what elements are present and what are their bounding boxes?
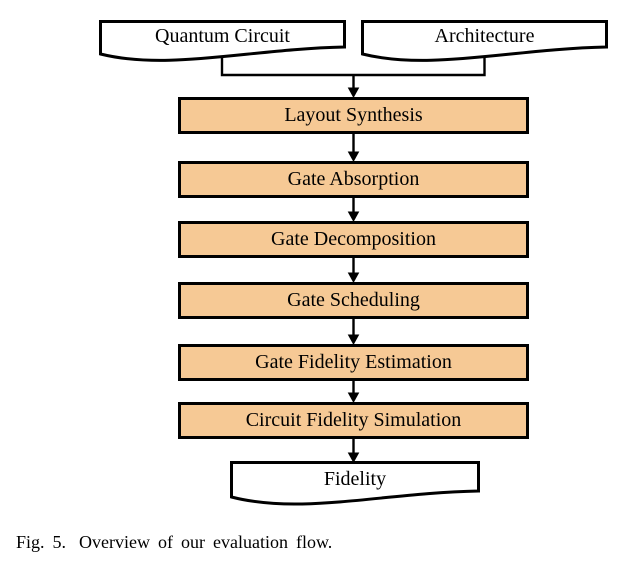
arrow-absorption-to-decomposition	[347, 198, 360, 222]
input-label-architecture: Architecture	[434, 25, 535, 47]
document-shape-outline	[99, 20, 346, 62]
arrow-scheduling-to-estimation	[347, 319, 360, 345]
process-label: Gate Scheduling	[287, 289, 420, 311]
output-node-fidelity: Fidelity	[230, 461, 480, 511]
figure-caption: Fig. 5. Overview of our evaluation flow.	[16, 532, 332, 553]
input-node-quantum-circuit: Quantum Circuit	[99, 20, 346, 68]
output-label-fidelity: Fidelity	[323, 468, 387, 490]
process-label: Gate Absorption	[287, 168, 420, 190]
process-label: Gate Fidelity Estimation	[255, 351, 452, 373]
figure-caption-text: Overview of our evaluation flow.	[79, 532, 333, 552]
process-box-gate-scheduling: Gate Scheduling	[178, 282, 529, 319]
process-box-layout-synthesis: Layout Synthesis	[178, 97, 529, 134]
process-label: Layout Synthesis	[284, 104, 423, 126]
arrow-decomposition-to-scheduling	[347, 258, 360, 283]
input-label-quantum-circuit: Quantum Circuit	[155, 25, 290, 47]
document-shape	[230, 461, 480, 506]
document-shape	[99, 20, 346, 62]
process-label: Circuit Fidelity Simulation	[245, 409, 462, 431]
arrow-estimation-to-simulation	[347, 381, 360, 403]
arrow-layout-to-absorption	[347, 134, 360, 162]
process-box-gate-fidelity-estimation: Gate Fidelity Estimation	[178, 344, 529, 381]
arrow-merge-to-layout-synthesis	[347, 75, 360, 98]
process-box-gate-absorption: Gate Absorption	[178, 161, 529, 198]
process-box-circuit-fidelity-simulation: Circuit Fidelity Simulation	[178, 402, 529, 439]
input-node-architecture: Architecture	[361, 20, 608, 68]
document-shape-outline	[230, 461, 480, 506]
process-label: Gate Decomposition	[271, 228, 436, 250]
process-box-gate-decomposition: Gate Decomposition	[178, 221, 529, 258]
arrow-simulation-to-fidelity	[347, 439, 360, 463]
figure-caption-number: Fig. 5.	[16, 532, 67, 552]
